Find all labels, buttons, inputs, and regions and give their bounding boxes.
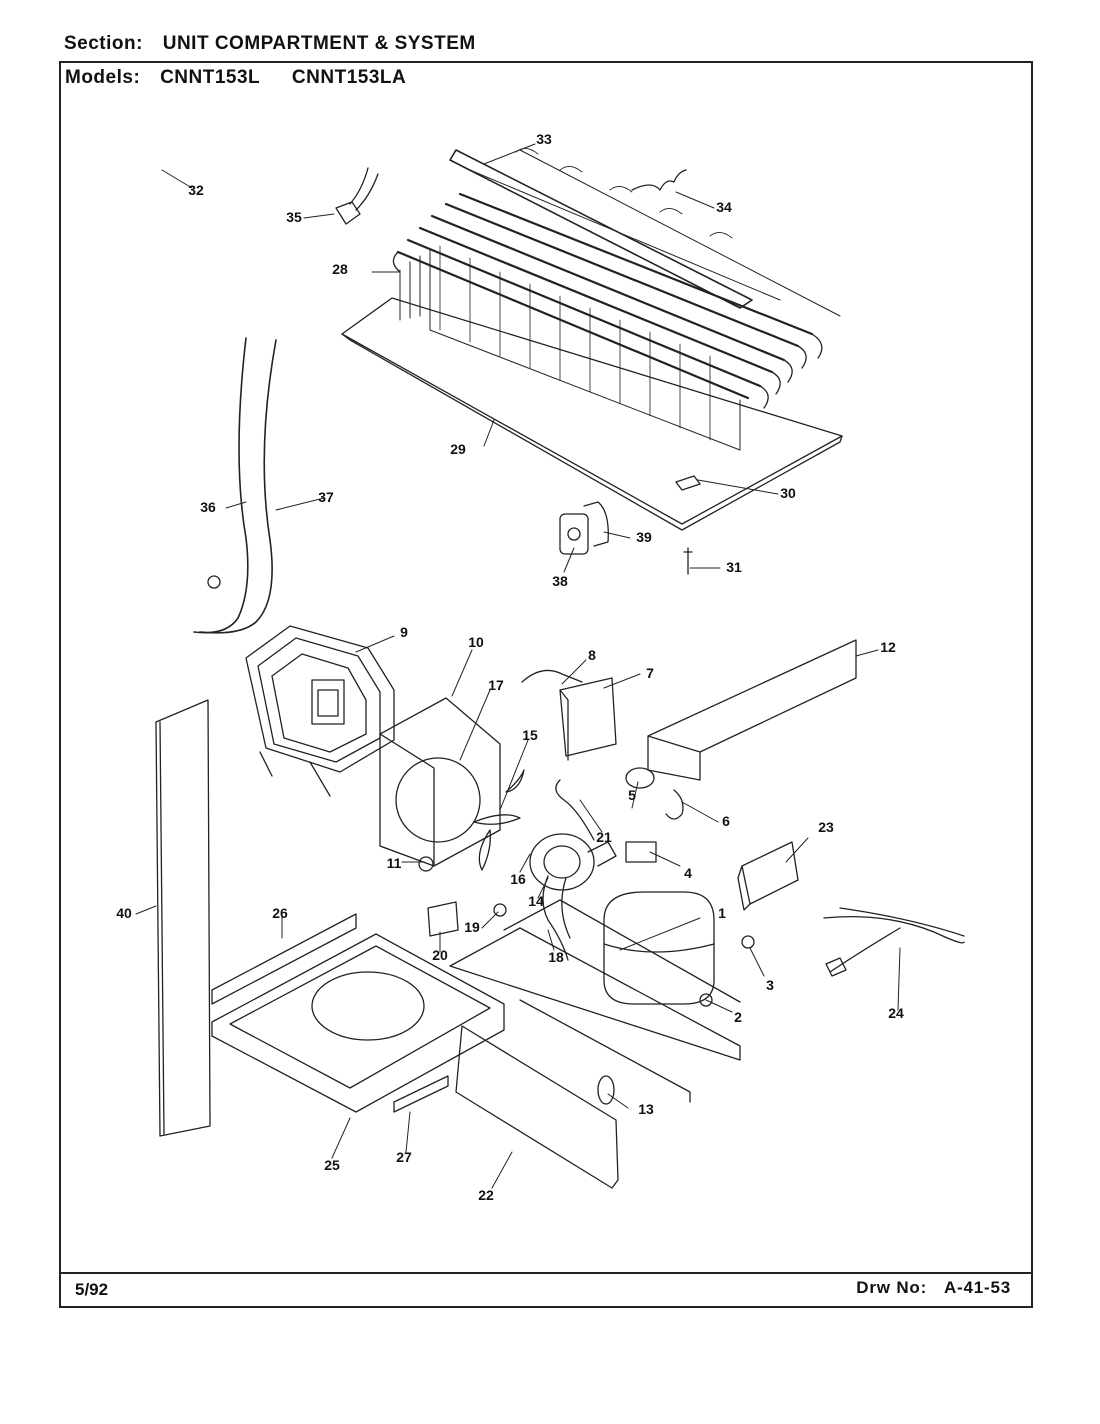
drawing-frame: Models: CNNT153L CNNT153LA 5/92 Drw No: … — [59, 61, 1033, 1308]
callout-4: 4 — [684, 865, 692, 881]
evaporator-pan-9 — [245, 625, 395, 797]
side-panel-40 — [155, 699, 211, 1137]
part-4 — [625, 841, 657, 863]
screw-31 — [683, 547, 693, 575]
callout-21: 21 — [596, 829, 612, 845]
rail-12 — [647, 639, 857, 781]
callout-17: 17 — [488, 677, 504, 693]
part-30 — [675, 475, 701, 491]
models-label: Models: — [65, 67, 141, 88]
callout-30: 30 — [780, 485, 796, 501]
callout-10: 10 — [468, 634, 484, 650]
wire-clip — [631, 169, 687, 191]
capacitor-20 — [427, 901, 459, 937]
footer-divider — [61, 1272, 1031, 1274]
clip-35 — [335, 167, 379, 225]
drawing-number-block: Drw No: A-41-53 — [856, 1278, 1011, 1298]
callout-28: 28 — [332, 261, 348, 277]
condenser-coil — [396, 192, 814, 400]
callout-5: 5 — [628, 787, 636, 803]
callout-35: 35 — [286, 209, 302, 225]
callout-20: 20 — [432, 947, 448, 963]
part-39 — [583, 501, 609, 547]
callout-3: 3 — [766, 977, 774, 993]
callout-24: 24 — [888, 1005, 904, 1021]
wire-21 — [555, 779, 595, 841]
callout-1: 1 — [718, 905, 726, 921]
wire-18 — [542, 875, 571, 961]
callout-34: 34 — [716, 199, 732, 215]
section-label: Section: — [64, 33, 143, 54]
fan-motor — [529, 833, 617, 891]
compressor-1 — [603, 891, 715, 1005]
part-6 — [665, 789, 684, 820]
callout-11: 11 — [387, 855, 402, 871]
tube-37 — [199, 339, 277, 634]
callout-32: 32 — [188, 182, 204, 198]
callout-19: 19 — [464, 919, 480, 935]
callout-23: 23 — [818, 819, 834, 835]
relay-7 — [559, 677, 617, 761]
part-5 — [625, 767, 655, 789]
power-cord — [823, 907, 965, 973]
callout-15: 15 — [522, 727, 538, 743]
callout-12: 12 — [880, 639, 896, 655]
fan-shroud-10 — [379, 697, 501, 867]
callout-36: 36 — [200, 499, 216, 515]
part-38 — [559, 513, 589, 555]
callout-37: 37 — [318, 489, 334, 505]
models-header: Models: CNNT153L CNNT153LA — [65, 67, 432, 89]
grommet-19 — [493, 903, 507, 917]
condenser-assembly — [341, 148, 843, 531]
callout-2: 2 — [734, 1009, 742, 1025]
drawing-number-label: Drw No: — [856, 1278, 928, 1297]
upper-bracket — [449, 149, 753, 309]
callout-13: 13 — [638, 1101, 654, 1117]
callout-6: 6 — [722, 813, 730, 829]
drawing-date: 5/92 — [75, 1280, 109, 1299]
callout-38: 38 — [552, 573, 568, 589]
callout-22: 22 — [478, 1187, 494, 1203]
callout-18: 18 — [548, 949, 564, 965]
callout-33: 33 — [536, 131, 552, 147]
callout-31: 31 — [726, 559, 742, 575]
access-panel-22 — [455, 1025, 619, 1189]
callout-27: 27 — [396, 1149, 412, 1165]
section-title: UNIT COMPARTMENT & SYSTEM — [162, 33, 476, 54]
leader-lines — [135, 143, 901, 1189]
drawing-number: A-41-53 — [943, 1278, 1011, 1297]
callout-14: 14 — [528, 893, 544, 909]
callout-labels: 1234567891011121314151617181920212223242… — [116, 131, 904, 1203]
bracket-8 — [521, 669, 583, 683]
grommet-11 — [418, 856, 434, 872]
callout-8: 8 — [588, 647, 596, 663]
callout-40: 40 — [116, 905, 132, 921]
base-pan-25 — [211, 933, 505, 1113]
callout-29: 29 — [450, 441, 466, 457]
tube-36 — [193, 337, 249, 634]
defrost-timer-23 — [737, 841, 799, 911]
grommet-2 — [699, 993, 713, 1007]
callout-7: 7 — [646, 665, 654, 681]
angle-26 — [211, 913, 357, 1005]
fan-blade — [473, 769, 525, 871]
callout-9: 9 — [400, 624, 408, 640]
callout-26: 26 — [272, 905, 288, 921]
angle-27 — [393, 1075, 449, 1113]
callout-16: 16 — [510, 871, 526, 887]
section-header: Section: UNIT COMPARTMENT & SYSTEM — [64, 33, 502, 55]
model-1: CNNT153L — [160, 67, 261, 88]
model-2: CNNT153LA — [291, 67, 407, 88]
grommet-3 — [741, 935, 755, 949]
part-13 — [597, 1075, 615, 1105]
callout-25: 25 — [324, 1157, 340, 1173]
callout-39: 39 — [636, 529, 652, 545]
